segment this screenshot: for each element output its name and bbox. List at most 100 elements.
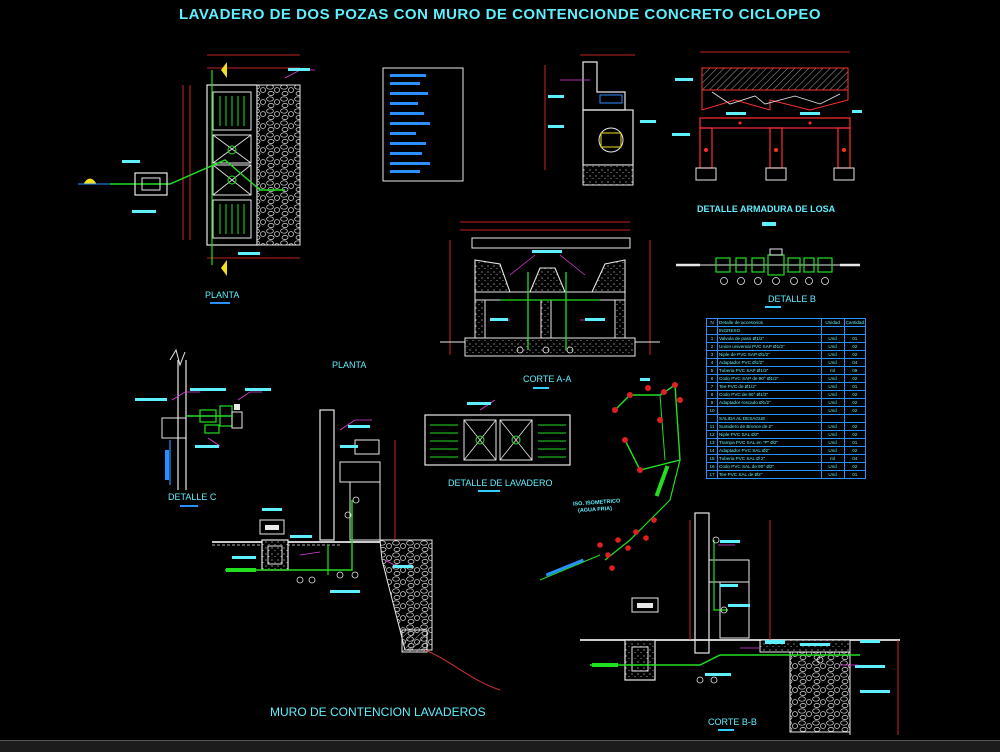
cell-description: Detalle de accesorios xyxy=(717,318,822,327)
underline-corte-bb xyxy=(718,729,734,731)
cell-unit xyxy=(820,414,845,423)
table-section-salida: SALIDA AL DESAGUE xyxy=(706,414,867,423)
cell-quantity: 01 xyxy=(843,334,867,343)
cell-description: Trampa PVC SAL en "P" Ø2" xyxy=(717,438,822,447)
underline-detalle-b xyxy=(765,306,781,308)
cell-unit: Und xyxy=(820,350,845,359)
cell-description: Sumidero de Bronce de 2" xyxy=(717,422,822,431)
section-title: SALIDA AL DESAGUE xyxy=(717,414,822,423)
label-detalle-b: DETALLE B xyxy=(768,294,816,304)
cell-unit: Und xyxy=(820,342,845,351)
label-detalle-armadura: DETALLE ARMADURA DE LOSA xyxy=(697,204,836,214)
cell-number xyxy=(706,414,718,423)
spec-notes-box xyxy=(382,67,464,182)
label-corte-aa: CORTE A-A xyxy=(523,374,572,384)
planta-view xyxy=(78,54,315,304)
cell-unit: Und xyxy=(820,374,845,383)
cell-number: 16 xyxy=(706,462,718,471)
cell-description: Codo PVC SAP de 90° Ø1/2" xyxy=(717,374,822,383)
cell-unit: Und xyxy=(820,358,845,367)
cell-quantity: 02 xyxy=(843,422,867,431)
isometric-piping xyxy=(539,378,683,581)
underline-corte-aa xyxy=(533,387,549,389)
cell-quantity: 02 xyxy=(843,406,867,415)
cell-quantity: 01 xyxy=(843,470,867,479)
side-section-view xyxy=(544,54,656,186)
section-title: INGRESO xyxy=(717,326,822,335)
cell-number: 4 xyxy=(706,358,718,367)
cell-quantity xyxy=(843,326,867,335)
drawing-title: LAVADERO DE DOS POZAS CON MURO DE CONTEN… xyxy=(178,6,822,23)
section-b-b xyxy=(580,512,900,735)
cell-description: Adaptador PVC SAL Ø2" xyxy=(717,446,822,455)
cell-quantity: 09 xyxy=(843,366,867,375)
cell-description xyxy=(717,406,822,415)
label-planta-top: PLANTA xyxy=(205,290,240,300)
cell-description: Tee PVC SAL de Ø2" xyxy=(717,470,822,479)
cell-unit: Und xyxy=(820,462,845,471)
cell-unit: ml xyxy=(820,366,845,375)
table-section-ingreso: INGRESO xyxy=(706,326,867,335)
slab-reinforcement-detail xyxy=(672,51,862,181)
cell-number: 11 xyxy=(706,422,718,431)
cell-quantity: 04 xyxy=(843,454,867,463)
cell-description: Codo PVC SAL de 90° Ø2" xyxy=(717,462,822,471)
cell-quantity xyxy=(843,414,867,423)
underline-detalle-lavadero xyxy=(478,490,500,492)
cell-description: Tuberia PVC SAP Ø1/2" xyxy=(717,366,822,375)
label-corte-bb: CORTE B-B xyxy=(708,717,757,727)
cell-number: 10 xyxy=(706,406,718,415)
label-muro-contencion: MURO DE CONTENCION LAVADEROS xyxy=(270,705,486,719)
cell-description: Tee PVC de Ø1/2" xyxy=(717,382,822,391)
washbasin-detail xyxy=(424,399,571,466)
cell-quantity: Cantidad xyxy=(843,318,867,327)
cell-quantity: 01 xyxy=(843,382,867,391)
cell-description: Codo PVC de 90° Ø1/2" xyxy=(717,390,822,399)
cell-unit: Und xyxy=(820,334,845,343)
cell-number: 12 xyxy=(706,430,718,439)
bottom-status-bar xyxy=(0,740,1000,752)
cell-unit: Und xyxy=(820,438,845,447)
cell-unit: Und xyxy=(820,398,845,407)
cell-number: 13 xyxy=(706,438,718,447)
cell-quantity: 02 xyxy=(843,398,867,407)
cell-description: Union universal PVC SAP Ø1/2" xyxy=(717,342,822,351)
detail-b-fittings xyxy=(676,222,860,285)
cell-quantity: 02 xyxy=(843,342,867,351)
cell-description: Adaptador PVC Ø1/2" xyxy=(717,358,822,367)
retaining-wall-section xyxy=(212,409,501,691)
detail-c xyxy=(135,348,271,507)
cell-number: N xyxy=(706,318,718,327)
cell-unit: Und xyxy=(820,430,845,439)
cell-unit: Und xyxy=(820,422,845,431)
cell-quantity: 01 xyxy=(843,438,867,447)
cell-unit: Unidad xyxy=(820,318,845,327)
cell-number xyxy=(706,326,718,335)
cell-quantity: 02 xyxy=(843,350,867,359)
cell-number: 8 xyxy=(706,390,718,399)
label-detalle-lavadero: DETALLE DE LAVADERO xyxy=(448,478,553,488)
cell-unit: Und xyxy=(820,382,845,391)
label-planta-mid: PLANTA xyxy=(332,360,367,370)
cell-unit: ml xyxy=(820,454,845,463)
cell-number: 2 xyxy=(706,342,718,351)
cell-quantity: 04 xyxy=(843,358,867,367)
cell-quantity: 02 xyxy=(843,430,867,439)
